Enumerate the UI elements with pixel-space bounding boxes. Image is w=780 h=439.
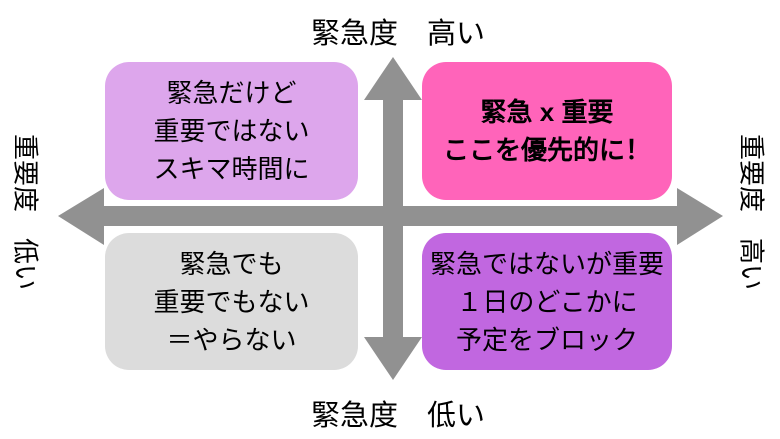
quadrant-urgent-not-important: 緊急だけど 重要ではない スキマ時間に xyxy=(105,62,358,200)
quadrant-text-line: ＝やらない xyxy=(166,324,297,355)
quadrant-text-line: 緊急 x 重要 xyxy=(480,97,614,127)
quadrant-urgent-important: 緊急 x 重要 ここを優先的に！ xyxy=(422,62,672,200)
quadrant-not-urgent-important: 緊急ではないが重要 １日のどこかに 予定をブロック xyxy=(422,233,672,370)
vertical-axis-arrow xyxy=(364,57,422,380)
quadrant-text-line: 予定をブロック xyxy=(455,324,638,355)
importance-low-label: 重要度 低い xyxy=(10,133,41,291)
importance-high-label: 重要度 高い xyxy=(736,133,767,291)
quadrant-text-line: 緊急だけど xyxy=(166,78,297,108)
quadrant-text-line: １日のどこかに xyxy=(456,286,638,317)
quadrant-text-line: 重要でもない xyxy=(153,286,310,317)
quadrant-text-line: ここを優先的に！ xyxy=(442,135,651,165)
quadrant-text-line: 緊急ではないが重要 xyxy=(429,248,664,279)
quadrant-not-urgent-not-important: 緊急でも 重要でもない ＝やらない xyxy=(105,233,358,370)
urgency-low-label: 緊急度 低い xyxy=(310,400,486,432)
urgency-high-label: 緊急度 高い xyxy=(310,18,486,50)
quadrant-text-line: 緊急でも xyxy=(179,248,284,279)
quadrant-text-line: 重要ではない xyxy=(153,116,310,146)
quadrant-text-line: スキマ時間に xyxy=(153,154,310,184)
